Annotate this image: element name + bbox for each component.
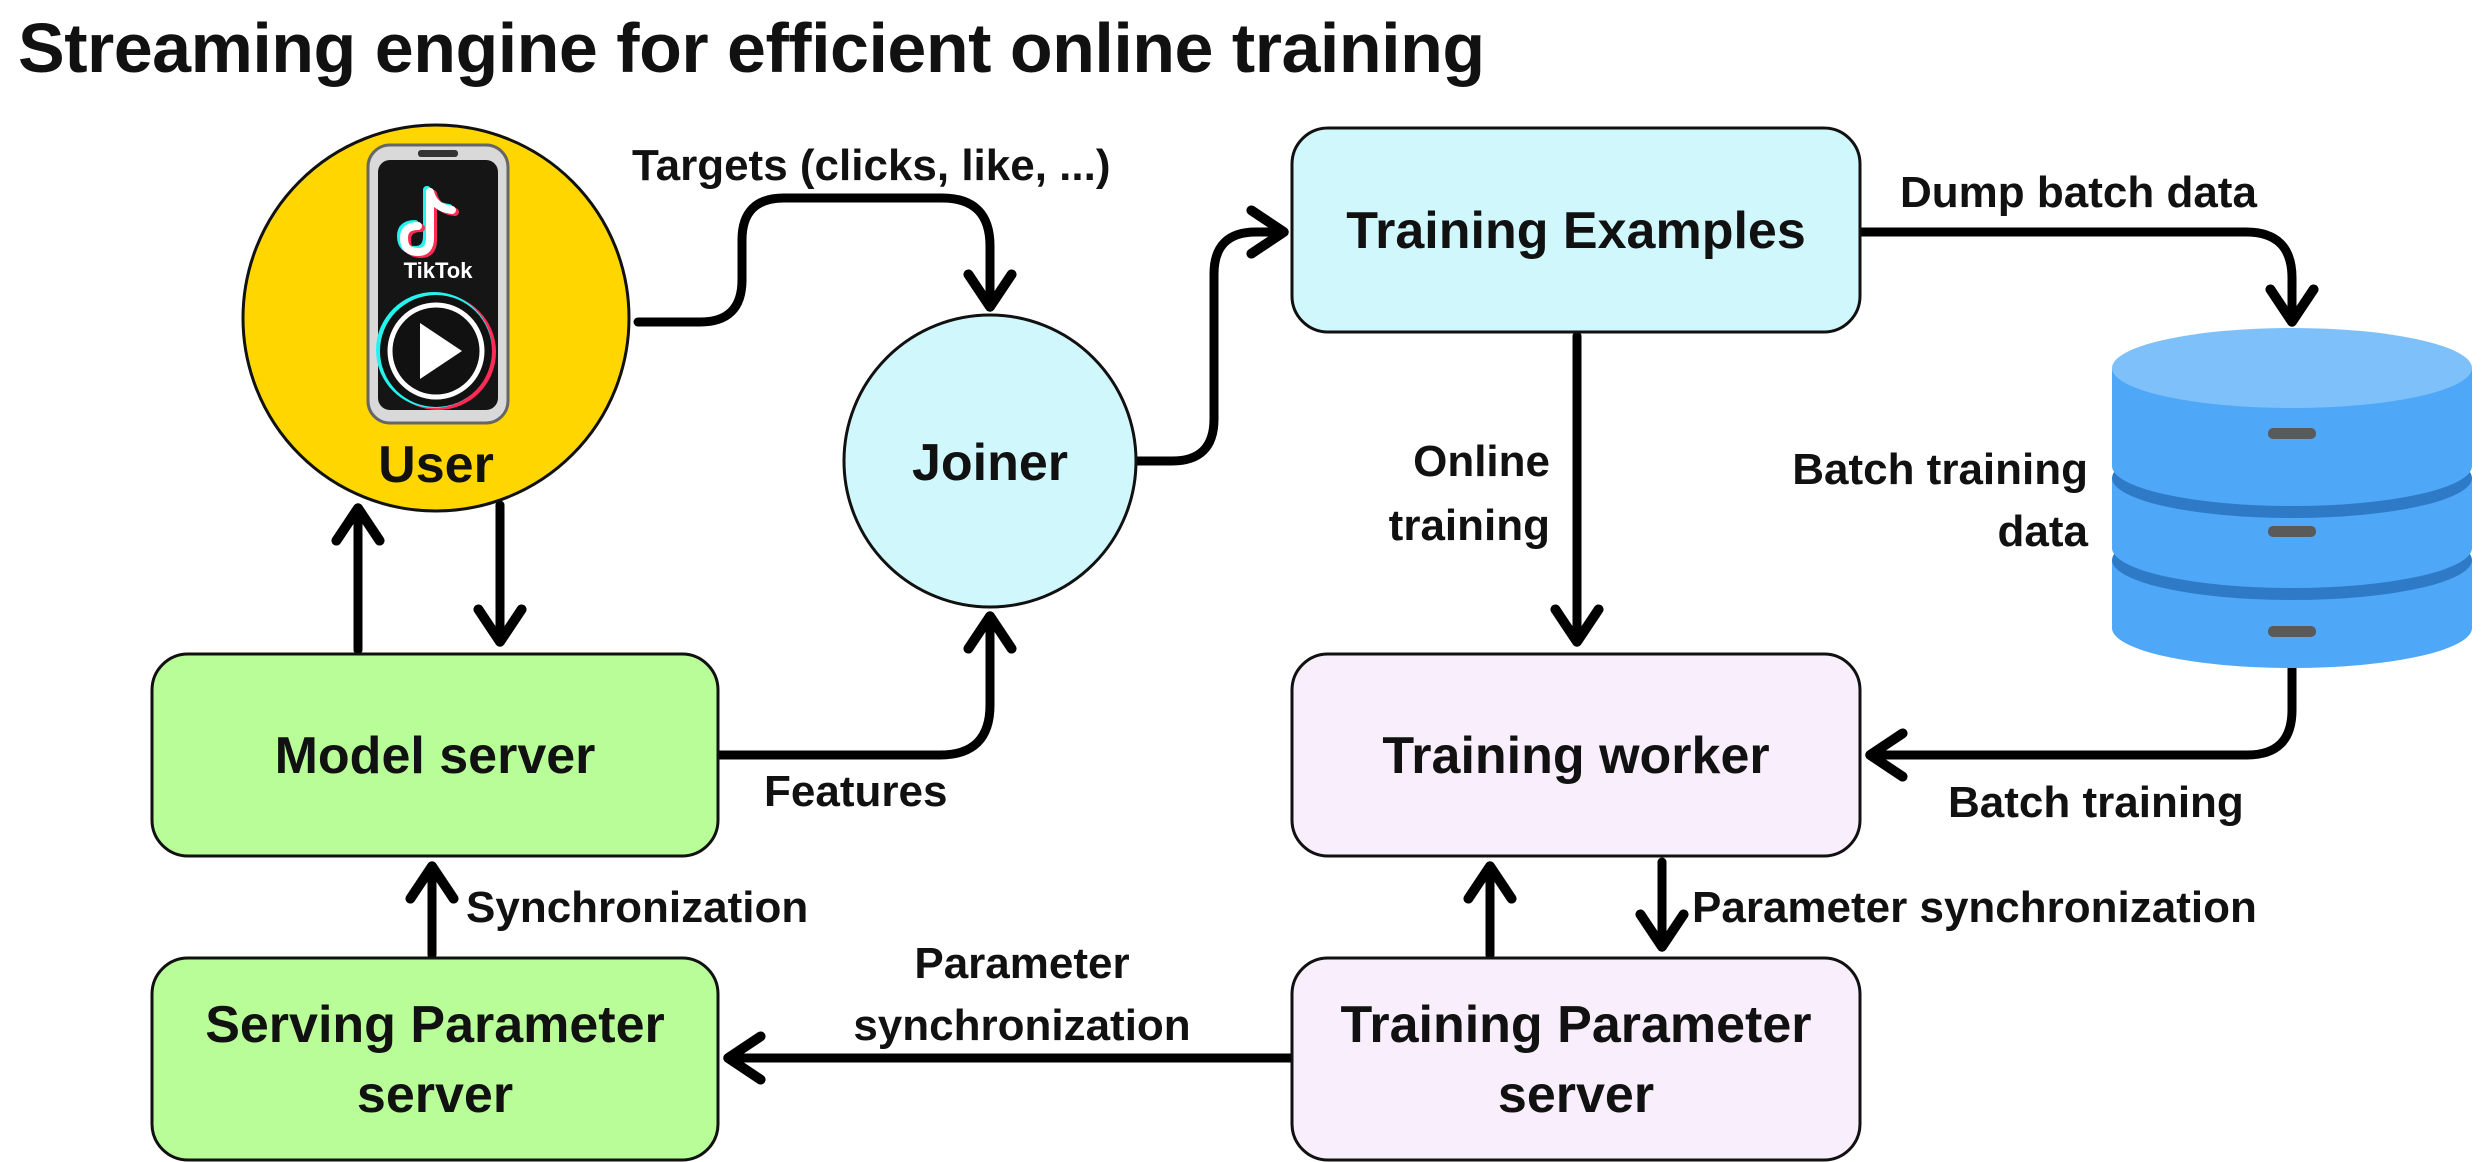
database-icon — [2112, 328, 2472, 668]
label-targets: Targets (clicks, like, ...) — [632, 141, 1111, 190]
training-worker-node[interactable]: Training worker — [1290, 652, 1862, 858]
label-batch-training: Batch training — [1948, 778, 2244, 827]
joiner-label: Joiner — [912, 434, 1068, 492]
serving-parameter-server-label-line1: Serving Parameter — [205, 996, 665, 1054]
model-server-label: Model server — [275, 727, 596, 785]
training-parameter-server-node[interactable]: Training Parameter server — [1290, 956, 1862, 1162]
label-parameter-synchronization-left-line1: Parameter — [914, 939, 1129, 988]
label-batch-training-data-line2: data — [1998, 507, 2089, 556]
user-label: User — [378, 436, 494, 494]
page-title: Streaming engine for efficient online tr… — [18, 9, 1485, 87]
arrow-joiner-to-training-examples — [1133, 205, 1289, 466]
joiner-node[interactable]: Joiner — [842, 313, 1138, 609]
training-worker-label: Training worker — [1382, 727, 1769, 785]
label-dump-batch-data: Dump batch data — [1900, 168, 2257, 217]
training-examples-label: Training Examples — [1346, 202, 1806, 260]
user-node[interactable]: TikTok User — [241, 123, 631, 513]
label-online-training-line1: Online — [1413, 437, 1550, 486]
serving-parameter-server-node[interactable]: Serving Parameter server — [150, 956, 720, 1162]
label-synchronization: Synchronization — [466, 883, 808, 932]
arrow-model-server-to-joiner — [713, 611, 1017, 760]
tiktok-label: TikTok — [404, 258, 474, 283]
arrow-training-examples-to-database — [1857, 227, 2319, 327]
label-batch-training-data-line1: Batch training — [1792, 445, 2088, 494]
label-parameter-synchronization-right: Parameter synchronization — [1692, 883, 2257, 932]
phone-icon: TikTok — [366, 143, 510, 425]
training-examples-node[interactable]: Training Examples — [1290, 126, 1862, 334]
play-icon — [420, 323, 462, 379]
arrow-database-to-worker — [1865, 663, 2297, 782]
training-parameter-server-label-line1: Training Parameter — [1340, 996, 1811, 1054]
tiktok-logo-icon — [396, 186, 459, 259]
label-online-training-line2: training — [1389, 501, 1550, 550]
arrow-user-to-joiner — [633, 193, 1017, 327]
label-parameter-synchronization-left-line2: synchronization — [853, 1001, 1190, 1050]
training-parameter-server-label-line2: server — [1498, 1066, 1654, 1124]
label-features: Features — [764, 767, 947, 816]
serving-parameter-server-label-line2: server — [357, 1066, 513, 1124]
model-server-node[interactable]: Model server — [150, 652, 720, 858]
